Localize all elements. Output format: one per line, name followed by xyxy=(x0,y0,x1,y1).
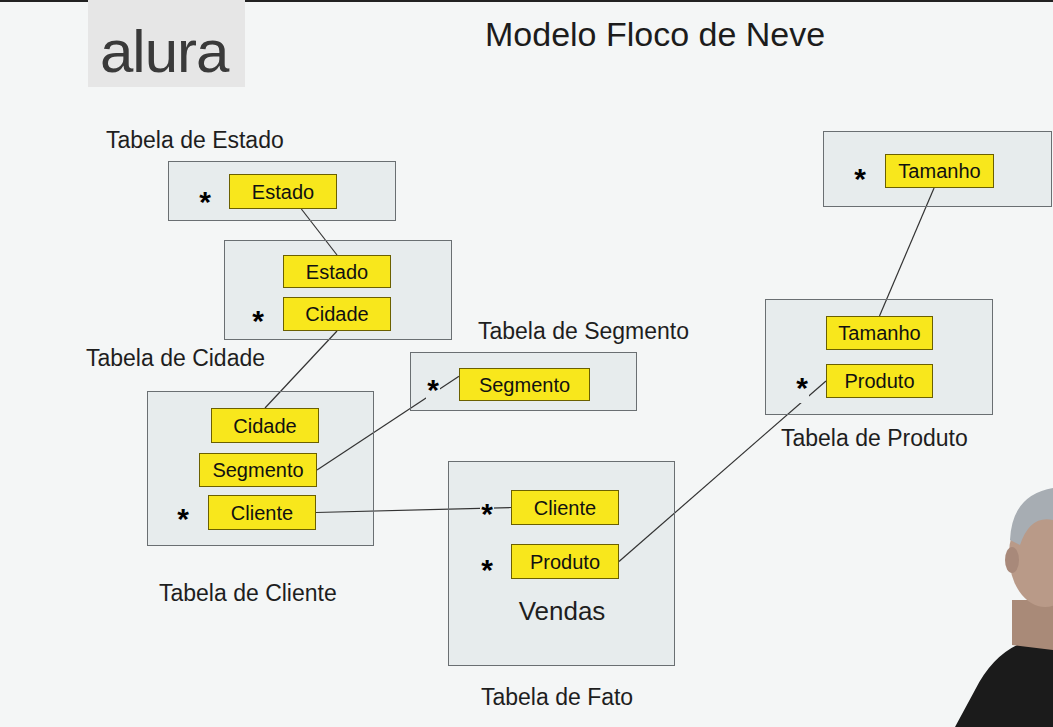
field-name: Segmento xyxy=(479,373,570,397)
field-name: Produto xyxy=(844,369,914,393)
field-box: Segmento xyxy=(459,368,590,401)
field-box: Estado xyxy=(283,255,391,288)
key-marker: * xyxy=(480,499,494,529)
key-marker: * xyxy=(795,373,809,403)
field-name: Cidade xyxy=(233,414,296,438)
field-box: Tamanho xyxy=(826,316,933,350)
table-heading: Tabela de Cliente xyxy=(159,580,337,608)
connector-line xyxy=(265,331,337,408)
key-marker: * xyxy=(198,187,212,217)
connector-line xyxy=(619,381,826,562)
connector-stroke xyxy=(265,331,337,408)
table-box: Tabela de SegmentoSegmento xyxy=(410,352,637,411)
connector-stroke xyxy=(619,381,826,562)
logo-background xyxy=(88,0,245,87)
key-marker: * xyxy=(426,375,440,405)
table-heading: Tabela de Produto xyxy=(781,425,968,453)
brand-logo: alura xyxy=(100,22,228,82)
field-box: Produto xyxy=(826,364,933,398)
key-marker: * xyxy=(853,164,867,194)
table-heading: Tabela de Cidade xyxy=(86,345,265,373)
diagram-title: Modelo Floco de Neve xyxy=(485,14,825,55)
key-marker: * xyxy=(480,555,494,585)
field-name: Produto xyxy=(530,550,600,574)
field-name: Tamanho xyxy=(898,159,980,183)
field-box: Tamanho xyxy=(885,154,994,188)
field-name: Estado xyxy=(306,260,368,284)
key-marker: * xyxy=(251,306,265,336)
field-box: Cliente xyxy=(511,490,619,525)
field-name: Estado xyxy=(252,180,314,204)
connector-stroke xyxy=(880,188,935,316)
field-box: Cidade xyxy=(211,408,319,443)
field-name: Segmento xyxy=(212,458,303,482)
connector-line xyxy=(880,188,935,316)
key-marker: * xyxy=(176,504,190,534)
field-box: Produto xyxy=(511,544,619,579)
field-box: Segmento xyxy=(199,453,317,487)
field-box: Estado xyxy=(229,174,337,209)
field-name: Cliente xyxy=(231,501,293,525)
field-name: Tamanho xyxy=(838,321,920,345)
field-name: Cliente xyxy=(534,496,596,520)
field-box: Cliente xyxy=(208,495,316,530)
field-box: Cidade xyxy=(283,297,391,331)
field-name: Cidade xyxy=(305,302,368,326)
presenter-figure xyxy=(955,488,1053,727)
connector-line xyxy=(301,209,337,255)
table-heading: Tabela de Estado xyxy=(106,127,284,155)
table-heading: Tabela de Fato xyxy=(481,684,633,712)
table-heading: Tabela de Segmento xyxy=(478,318,689,346)
fact-name: Vendas xyxy=(519,596,606,627)
connector-stroke xyxy=(301,209,337,255)
